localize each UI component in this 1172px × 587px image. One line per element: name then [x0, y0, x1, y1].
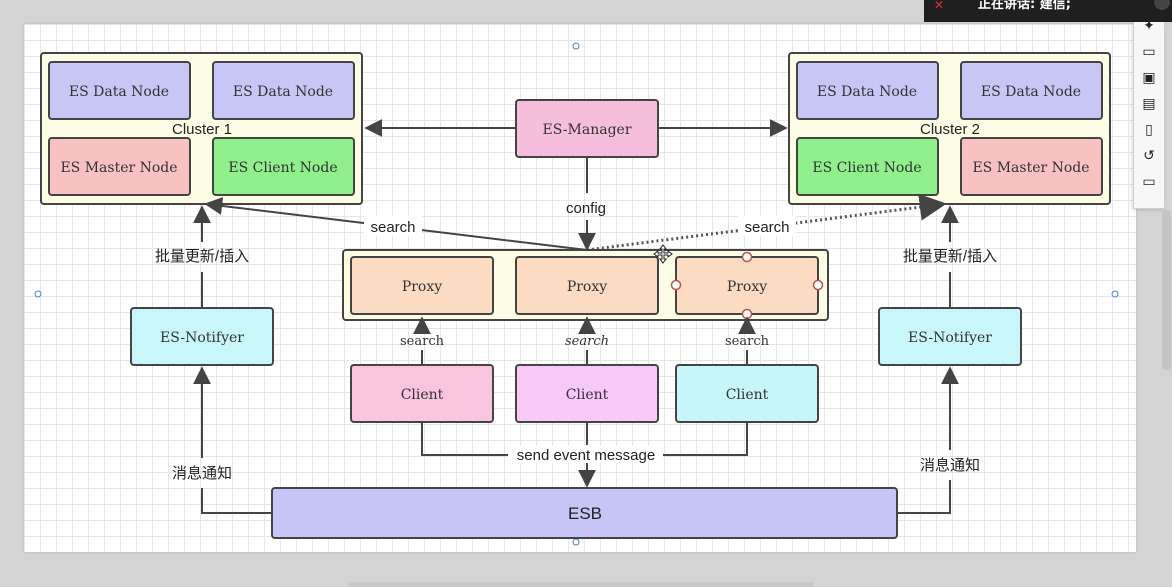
esb-to-notifyer-right-line — [897, 480, 951, 514]
cluster-1-master-node-label: ES Master Node — [60, 160, 177, 176]
esb[interactable]: ESB — [271, 487, 898, 539]
client-3-search-label: search — [725, 334, 770, 349]
cluster-2-client-node[interactable] — [796, 137, 939, 196]
esb-to-notifyer-left-line — [201, 488, 272, 514]
proxy-1-label: Proxy — [402, 279, 442, 295]
es-manager-label: ES-Manager — [542, 122, 631, 138]
batch-right-label: 批量更新/插入 — [903, 248, 997, 265]
mic-muted-icon: ✕ — [934, 0, 945, 12]
move-cursor-icon — [653, 244, 673, 264]
client-2-search-label: search — [565, 334, 609, 349]
es-notifyer-right-label: ES-Notifyer — [908, 330, 992, 346]
search-right-label-bg — [738, 216, 796, 236]
proxy-2[interactable] — [515, 256, 659, 315]
notify-right-label: 消息通知 — [920, 457, 980, 474]
send-event-label-bg — [508, 445, 663, 463]
presentation-icon[interactable]: ▭ — [1142, 44, 1156, 60]
batch-left-label: 批量更新/插入 — [155, 248, 249, 265]
horizontal-scrollbar[interactable] — [348, 582, 814, 587]
speaking-notification-text: 正在讲话: 建信; — [978, 0, 1071, 12]
comment-icon[interactable]: ▭ — [1142, 174, 1156, 190]
cluster-1-data-node-2[interactable] — [212, 61, 355, 120]
document-icon[interactable]: ▯ — [1145, 122, 1153, 138]
client-1-label: Client — [401, 387, 444, 403]
notes-icon[interactable]: ▤ — [1142, 96, 1156, 112]
cluster-1-client-node-label: ES Client Node — [228, 160, 337, 176]
search-right-label: search — [744, 219, 789, 236]
proxy-1[interactable] — [350, 256, 494, 315]
cluster-1-client-node[interactable] — [212, 137, 355, 196]
client-1-search-label: search — [400, 334, 445, 349]
es-notifyer-left[interactable]: ES-Notifyer — [130, 307, 274, 366]
speaking-notification: ✕ 正在讲话: 建信; — [924, 0, 1172, 22]
client-2-label: Client — [566, 387, 609, 403]
cluster-1-data-node-1-label: ES Data Node — [69, 84, 169, 100]
proxy-3-label: Proxy — [727, 279, 767, 295]
search-left-label: search — [370, 219, 415, 236]
es-manager[interactable]: ES-Manager — [515, 99, 659, 158]
client-3-label: Client — [726, 387, 769, 403]
clients[interactable]: Client Client Client — [350, 364, 819, 423]
search-left-label-bg — [364, 216, 422, 236]
config-label: config — [566, 200, 606, 217]
esb-label: ESB — [568, 504, 602, 523]
proxy-3-selection-handles[interactable] — [670, 251, 824, 320]
cluster-2-master-node-label: ES Master Node — [972, 160, 1089, 176]
cluster-2-data-node-2[interactable] — [960, 61, 1103, 120]
video-icon[interactable]: ▣ — [1142, 70, 1156, 86]
cluster-2-master-node[interactable] — [960, 137, 1103, 196]
pin-icon[interactable]: ✦ — [1143, 18, 1155, 34]
cluster-2[interactable]: ES Data Node ES Data Node Cluster 2 ES C… — [788, 52, 1111, 205]
es-notifyer-left-label: ES-Notifyer — [160, 330, 244, 346]
proxy-2-label: Proxy — [567, 279, 607, 295]
cluster-2-data-node-2-label: ES Data Node — [981, 84, 1081, 100]
right-toolbar: ✦ ▭ ▣ ▤ ▯ ↺ ▭ — [1133, 18, 1165, 209]
avatar — [1154, 0, 1170, 10]
es-notifyer-right[interactable]: ES-Notifyer — [878, 307, 1022, 366]
notify-left-label: 消息通知 — [172, 465, 232, 482]
cluster-1[interactable]: ES Data Node ES Data Node Cluster 1 ES M… — [40, 52, 363, 205]
send-event-label: send event message — [517, 447, 655, 464]
cluster-1-title: Cluster 1 — [172, 121, 232, 138]
cluster-2-data-node-1[interactable] — [796, 61, 939, 120]
vertical-scrollbar[interactable] — [1162, 210, 1171, 370]
history-icon[interactable]: ↺ — [1143, 148, 1155, 164]
cluster-1-data-node-2-label: ES Data Node — [233, 84, 333, 100]
cluster-1-master-node[interactable] — [48, 137, 191, 196]
cluster-2-client-node-label: ES Client Node — [812, 160, 921, 176]
cluster-2-title: Cluster 2 — [920, 121, 980, 138]
cluster-1-data-node-1[interactable] — [48, 61, 191, 120]
proxy-group[interactable]: Proxy Proxy Proxy — [342, 249, 829, 321]
cluster-2-data-node-1-label: ES Data Node — [817, 84, 917, 100]
